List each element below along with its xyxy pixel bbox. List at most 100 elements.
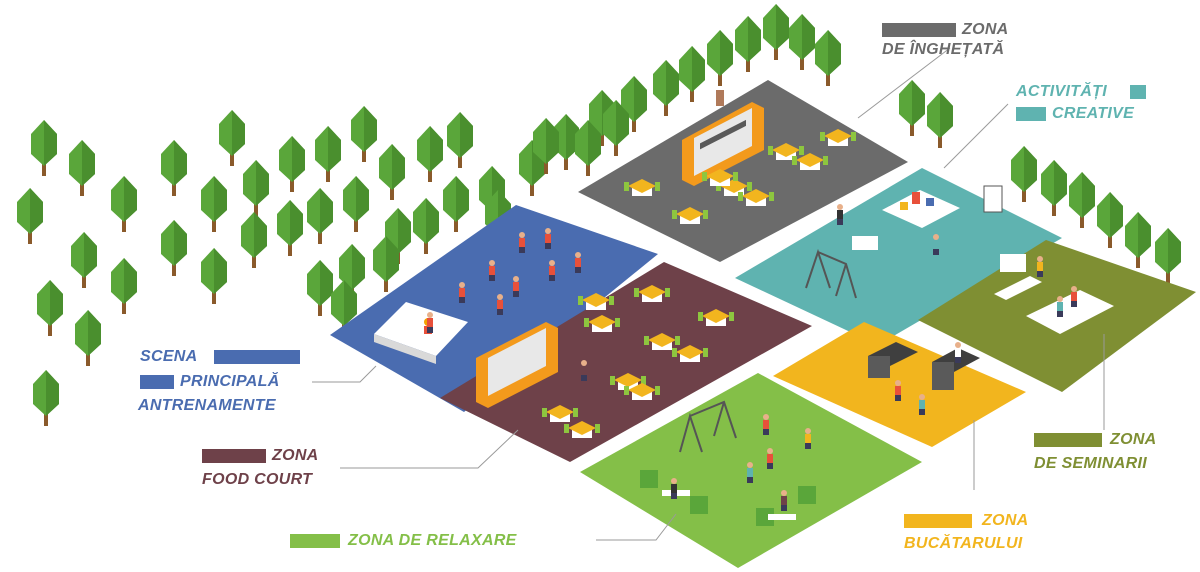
tree — [307, 260, 333, 316]
person — [1057, 296, 1063, 317]
tree — [447, 112, 473, 168]
training-label-line3: ANTRENAMENTE — [138, 397, 276, 414]
person — [489, 260, 495, 281]
tree — [37, 280, 63, 336]
tree — [679, 46, 705, 102]
trees-group — [17, 4, 1181, 426]
person — [1037, 256, 1043, 277]
table-with-chairs — [672, 345, 708, 362]
relax-label-bar — [290, 534, 340, 548]
tree — [707, 30, 733, 86]
tree — [161, 140, 187, 196]
tree — [343, 176, 369, 232]
table-with-chairs — [542, 405, 578, 422]
person — [519, 232, 525, 253]
tree — [339, 244, 365, 300]
tree — [111, 176, 137, 232]
tree — [69, 140, 95, 196]
person — [581, 360, 587, 381]
person — [497, 294, 503, 315]
table-with-chairs — [634, 285, 670, 302]
person — [1071, 286, 1077, 307]
creative-label-line1: ACTIVITĂȚI — [1016, 83, 1107, 100]
creative-table — [852, 185, 1003, 250]
tree — [1041, 160, 1067, 216]
person — [955, 342, 961, 363]
tree — [279, 136, 305, 192]
table-with-chairs — [584, 315, 620, 332]
food-court-stand — [476, 322, 558, 408]
table-with-chairs — [820, 129, 856, 146]
person — [763, 414, 769, 435]
relax-label-line1: ZONA DE RELAXARE — [348, 532, 517, 549]
table-with-chairs — [738, 189, 774, 206]
tree — [653, 60, 679, 116]
ice-cream-label-bar — [882, 23, 956, 37]
tree — [351, 106, 377, 162]
creative-zone-area[interactable] — [735, 168, 1062, 345]
tree — [899, 80, 925, 136]
ice-cream-zone-area[interactable] — [578, 80, 908, 262]
person — [671, 478, 677, 499]
tree — [75, 310, 101, 366]
person — [781, 490, 787, 511]
kitchen-label-line1: ZONA — [982, 512, 1029, 529]
table-with-chairs — [768, 143, 804, 160]
tree — [241, 212, 267, 268]
ice-cream-label-line1: ZONA — [962, 21, 1009, 38]
tree — [17, 188, 43, 244]
person — [767, 448, 773, 469]
table-with-chairs — [644, 333, 680, 350]
person — [837, 204, 843, 225]
creative-label-bar-2 — [1016, 107, 1046, 121]
table-with-chairs — [578, 293, 614, 310]
tree — [111, 258, 137, 314]
tree — [307, 188, 333, 244]
table-with-chairs — [698, 309, 734, 326]
tree — [789, 14, 815, 70]
person — [747, 462, 753, 483]
ice-cream-label-line2: DE ÎNGHEȚATĂ — [882, 41, 1005, 58]
tree — [201, 248, 227, 304]
tree — [33, 370, 59, 426]
tree — [575, 120, 601, 176]
tree — [533, 118, 559, 174]
tree — [443, 176, 469, 232]
tree — [219, 110, 245, 166]
person — [933, 234, 939, 255]
tree — [201, 176, 227, 232]
tree — [373, 236, 399, 292]
tree — [243, 160, 269, 216]
creative-label-line2: CREATIVE — [1052, 105, 1135, 122]
training-label-bar-1 — [214, 350, 300, 364]
food-court-label-line2: FOOD COURT — [202, 471, 313, 488]
person — [427, 312, 433, 333]
swing-set — [679, 248, 857, 453]
tree — [413, 198, 439, 254]
ice-cream-stand — [682, 90, 764, 186]
table-with-chairs — [672, 207, 708, 224]
seminars-label-line1: ZONA — [1110, 431, 1157, 448]
tree — [621, 76, 647, 132]
tree — [331, 280, 357, 336]
tree — [1125, 212, 1151, 268]
tree — [815, 30, 841, 86]
tree — [379, 144, 405, 200]
person — [575, 252, 581, 273]
tree — [1011, 146, 1037, 202]
person — [513, 276, 519, 297]
table-with-chairs — [564, 421, 600, 438]
tree — [1069, 172, 1095, 228]
tree — [603, 100, 629, 156]
table-with-chairs — [702, 169, 738, 186]
seminar-stage — [994, 254, 1114, 334]
seminars-label-line2: DE SEMINARII — [1034, 455, 1147, 472]
seminars-label-bar — [1034, 433, 1102, 447]
tree — [763, 4, 789, 60]
person — [919, 394, 925, 415]
training-label-line1: SCENA — [140, 348, 198, 365]
creative-label-bar-1 — [1130, 85, 1146, 99]
food-court-label-bar — [202, 449, 266, 463]
tree — [277, 200, 303, 256]
